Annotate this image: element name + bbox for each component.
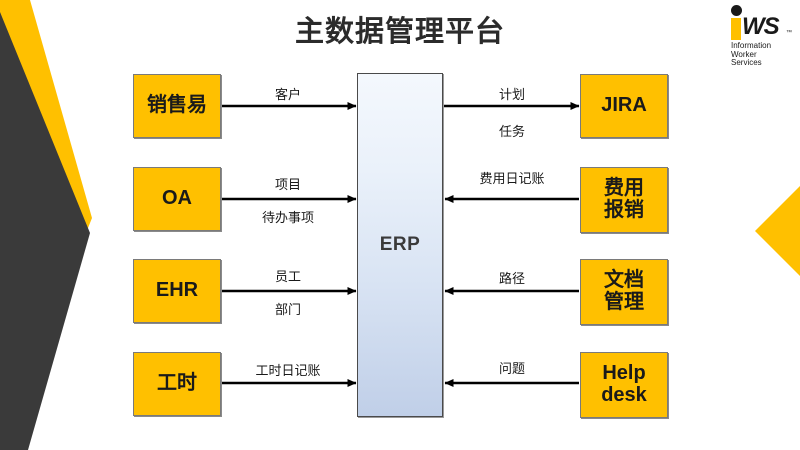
logo-subtitle: Information Worker Services [731, 41, 772, 68]
node-ehr-label: EHR [155, 279, 199, 302]
logo-subtitle-line3: Services [731, 58, 762, 67]
node-expense-line1: 费用 [604, 177, 644, 200]
caption-helpdesk-top: 问题 [498, 361, 526, 376]
node-worktime[interactable]: 工时 [133, 352, 221, 416]
caption-oa-bottom: 待办事项 [261, 210, 315, 225]
logo-i-bar [731, 18, 741, 40]
node-documents-line1: 文档 [604, 269, 644, 292]
logo-subtitle-line1: Information [731, 41, 772, 50]
dark-chevron-left [0, 12, 90, 450]
node-expense-line2: 报销 [604, 199, 644, 221]
node-sales-label: 销售易 [147, 94, 207, 117]
yellow-triangle-right [755, 186, 800, 276]
node-oa[interactable]: OA [133, 167, 221, 231]
page-title: 主数据管理平台 [294, 16, 505, 48]
caption-ehr-top: 员工 [274, 269, 302, 284]
node-jira-label: JIRA [601, 94, 647, 117]
node-jira[interactable]: JIRA [580, 74, 668, 138]
node-erp-hub[interactable]: ERP [357, 73, 443, 417]
caption-documents-top: 路径 [498, 271, 526, 286]
node-documents-label: 文档 管理 [604, 270, 644, 313]
yellow-stripe-left [0, 0, 92, 238]
node-expense-label: 费用 报销 [604, 178, 644, 221]
node-sales[interactable]: 销售易 [133, 74, 221, 138]
node-ehr[interactable]: EHR [133, 259, 221, 323]
node-helpdesk-line1: Help [602, 362, 646, 385]
logo-dot-icon [731, 5, 742, 16]
caption-worktime-top: 工时日记账 [255, 363, 321, 378]
caption-jira-top: 计划 [498, 87, 526, 102]
node-oa-label: OA [162, 187, 192, 210]
caption-sales-top: 客户 [274, 87, 302, 102]
logo-trademark: ™ [786, 30, 792, 36]
node-helpdesk-label: Help desk [601, 363, 647, 406]
node-helpdesk[interactable]: Help desk [580, 352, 668, 418]
logo-ws-text: WS [742, 13, 780, 40]
node-documents-line2: 管理 [604, 291, 644, 313]
caption-jira-bottom: 任务 [498, 124, 526, 139]
caption-ehr-bottom: 部门 [274, 302, 302, 317]
node-erp-label: ERP [379, 234, 421, 255]
caption-expense-top: 费用日记账 [479, 171, 545, 186]
caption-oa-top: 项目 [274, 177, 302, 192]
node-documents[interactable]: 文档 管理 [580, 259, 668, 325]
logo-subtitle-line2: Worker [731, 49, 757, 59]
node-worktime-label: 工时 [157, 372, 197, 395]
node-expense[interactable]: 费用 报销 [580, 167, 668, 233]
node-helpdesk-line2: desk [601, 384, 647, 406]
iws-logo: WS ™ Information Worker Services [723, 4, 797, 68]
